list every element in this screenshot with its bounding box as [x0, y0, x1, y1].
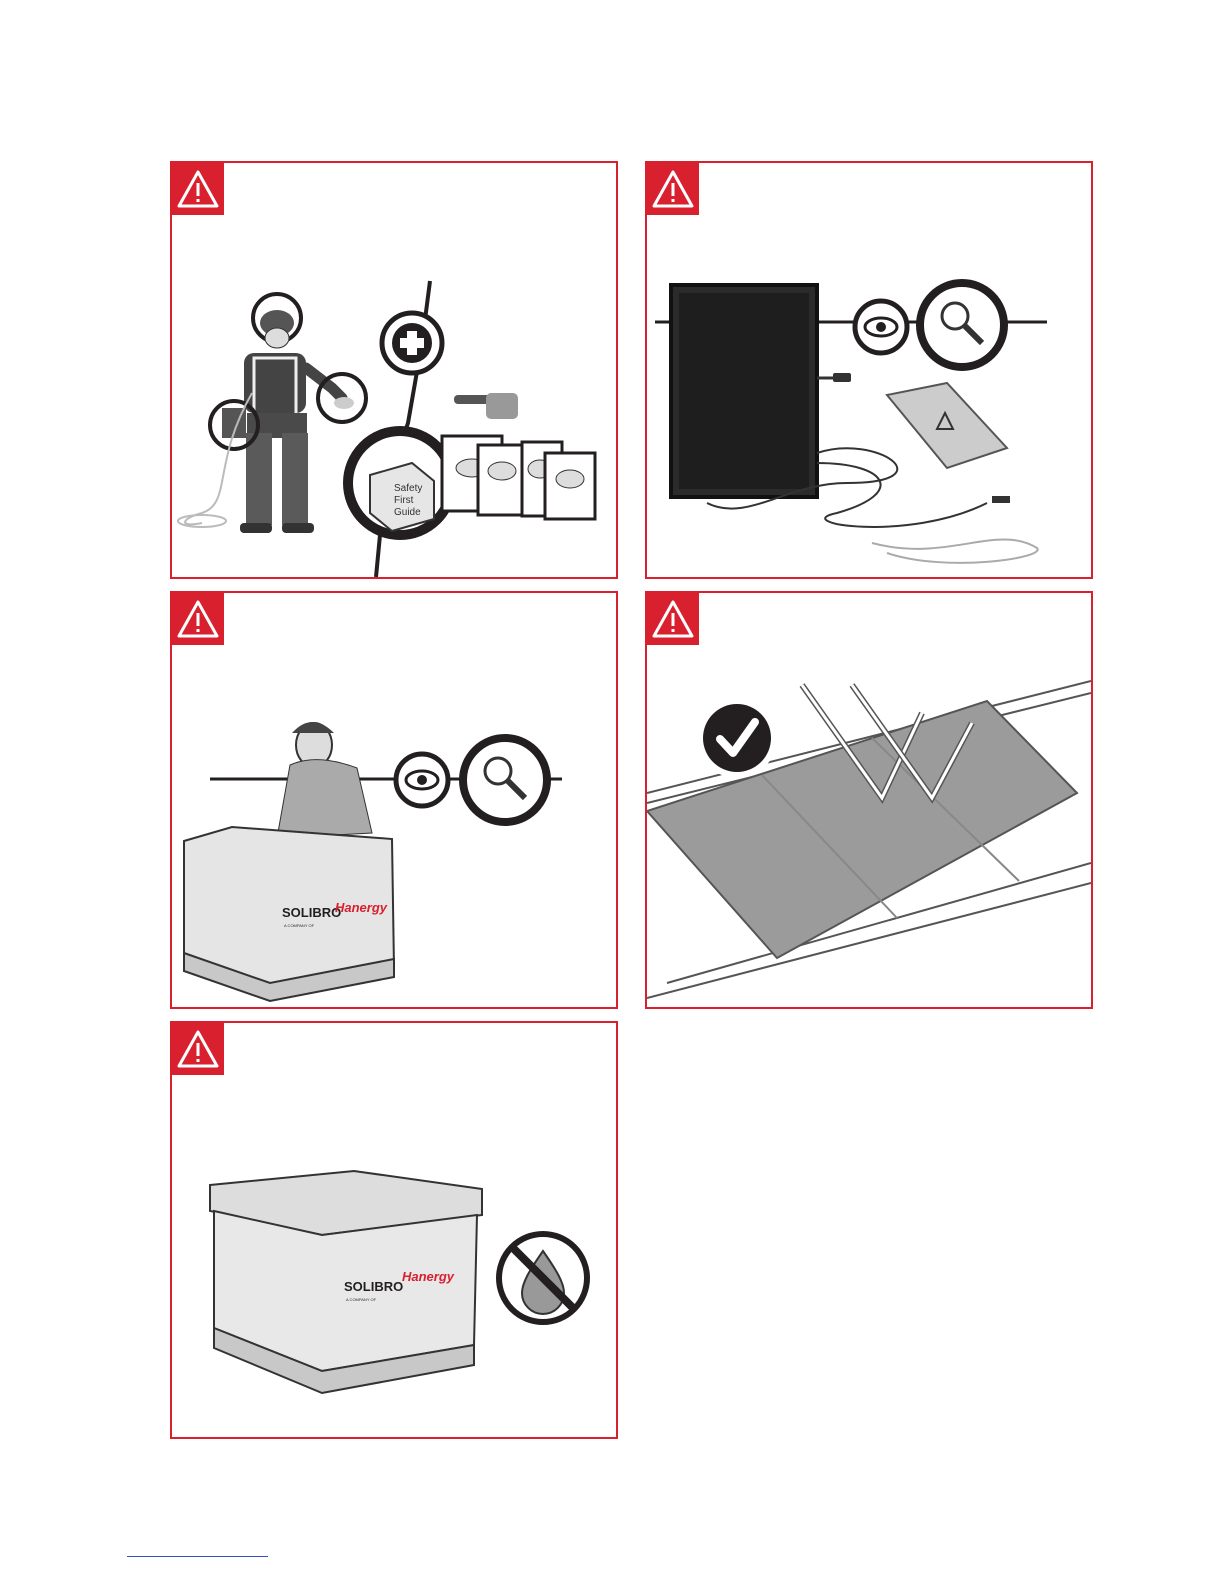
panel-module-inspection [645, 161, 1093, 579]
document-stack [442, 436, 595, 519]
magnifier-icon [920, 283, 1004, 367]
no-water-icon [499, 1234, 587, 1322]
box-brand: SOLIBRO [282, 905, 341, 920]
installation-illustration [647, 593, 1091, 1007]
guide-line-1: Safety [394, 483, 422, 494]
eye-icon [855, 301, 907, 353]
keep-dry-illustration: SOLIBRO A COMPANY OF Hanergy [172, 1023, 616, 1437]
panel-safety-equipment: Safety First Guide [170, 161, 618, 579]
box-tagline: A COMPANY OF [284, 923, 315, 928]
panel-keep-dry: SOLIBRO A COMPANY OF Hanergy [170, 1021, 618, 1439]
pointing-hand-icon [454, 393, 518, 419]
module-illustration [647, 163, 1091, 577]
magnifier-icon [463, 738, 547, 822]
packaging-illustration: SOLIBRO A COMPANY OF Hanergy [172, 593, 616, 1007]
box-partner: Hanergy [335, 900, 388, 915]
plus-icon [382, 313, 442, 373]
panel-packaging-inspection: SOLIBRO A COMPANY OF Hanergy [170, 591, 618, 1009]
safety-illustration: Safety First Guide [172, 163, 616, 577]
box-tagline: A COMPANY OF [346, 1297, 377, 1302]
eye-icon [396, 754, 448, 806]
footnote-rule [127, 1556, 268, 1557]
worker-figure [178, 294, 366, 533]
guide-line-3: Guide [394, 507, 421, 518]
guide-line-2: First [394, 495, 414, 506]
box-partner: Hanergy [402, 1269, 455, 1284]
panel-installation-check [645, 591, 1093, 1009]
inspector-figure [277, 722, 372, 838]
accessory-bag [887, 383, 1007, 468]
pallet-box: SOLIBRO A COMPANY OF Hanergy [210, 1171, 482, 1393]
safety-guide-badge: Safety First Guide [348, 431, 452, 535]
pallet-box: SOLIBRO A COMPANY OF Hanergy [184, 827, 394, 1001]
check-icon [697, 698, 777, 778]
box-brand: SOLIBRO [344, 1279, 403, 1294]
